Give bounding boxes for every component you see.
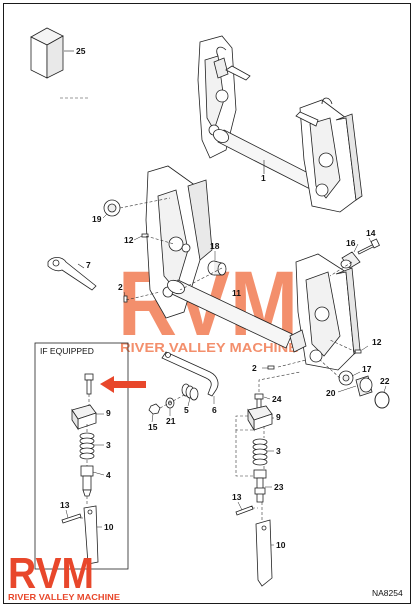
part-14-bolt	[357, 238, 380, 255]
inset-dashed-lines	[80, 394, 90, 519]
logo-text: RIVER VALLEY MACHINE	[8, 592, 120, 602]
part-13-pin-a	[61, 513, 82, 524]
part-12-pin-a	[141, 233, 149, 238]
part-2-pin-b	[267, 365, 275, 370]
inset-box	[34, 342, 129, 570]
part-10-rod-a	[83, 505, 99, 565]
callout-18: 18	[210, 241, 220, 251]
callout-22: 22	[380, 376, 390, 386]
part-15-nut	[148, 403, 161, 415]
logo-mark: RVM	[8, 549, 94, 598]
callout-1: 1	[261, 173, 266, 183]
watermark-text: RIVER VALLEY MACHINE	[120, 340, 298, 355]
callout-3-b: 3	[276, 446, 281, 456]
callout-16: 16	[346, 238, 356, 248]
callout-25: 25	[76, 46, 86, 56]
callout-20: 20	[326, 388, 336, 398]
assembly-lines	[60, 97, 357, 520]
callout-6: 6	[212, 405, 217, 415]
logo: RVM RIVER VALLEY MACHINE	[8, 549, 120, 602]
callout-17: 17	[362, 364, 372, 374]
red-arrow-icon	[100, 376, 146, 393]
part-12-pin-b	[354, 349, 362, 354]
part-16-bushing	[340, 251, 361, 269]
callout-15: 15	[148, 422, 158, 432]
part-4-shaft	[80, 465, 94, 497]
part-19	[103, 199, 121, 217]
part-frame-1	[197, 35, 363, 213]
callout-24: 24	[272, 394, 282, 404]
part-9-block-a	[71, 404, 97, 431]
part-17	[338, 370, 354, 386]
callout-4: 4	[106, 470, 111, 480]
part-9-block-b	[247, 405, 273, 432]
callout-13-a: 13	[60, 500, 70, 510]
callout-9-b: 9	[276, 412, 281, 422]
callout-23: 23	[274, 482, 284, 492]
part-3-spring-b	[252, 438, 268, 466]
callout-14: 14	[366, 228, 376, 238]
part-frame-lower	[145, 165, 361, 371]
part-10-rod-b	[255, 519, 273, 587]
callout-5: 5	[184, 405, 189, 415]
callout-7: 7	[86, 260, 91, 270]
callout-10-b: 10	[276, 540, 286, 550]
part-24-bolt-inset	[84, 373, 94, 395]
part-7-lever	[47, 257, 97, 291]
callout-3-a: 3	[106, 440, 111, 450]
document-number: NA8254	[372, 588, 403, 598]
inset-label: IF EQUIPPED	[40, 346, 94, 356]
callout-13-b: 13	[232, 492, 242, 502]
callout-12-a: 12	[124, 235, 134, 245]
callout-19: 19	[92, 214, 102, 224]
part-23-shaft	[253, 469, 267, 503]
part-21-washer	[165, 397, 175, 409]
part-5-spring	[181, 383, 199, 401]
callout-2-b: 2	[252, 363, 257, 373]
callout-9-a: 9	[106, 408, 111, 418]
part-6-lever	[161, 351, 219, 397]
callout-21: 21	[166, 416, 176, 426]
part-3-spring-a	[79, 432, 95, 460]
part-20	[355, 375, 373, 397]
callout-12-b: 12	[372, 337, 382, 347]
part-22-ring	[374, 391, 390, 409]
leader-lines	[65, 213, 387, 546]
part-18	[207, 260, 227, 276]
part-13-pin-b	[235, 505, 254, 516]
callouts: 25 1 19 12 18 14 16 7 2 11 12 17 2 22 20…	[60, 46, 390, 550]
diagram-frame	[3, 3, 411, 604]
part-2-pin-a	[123, 295, 128, 303]
callout-11: 11	[232, 288, 241, 298]
callout-2-a: 2	[118, 282, 123, 292]
part-box-25	[30, 27, 64, 79]
callout-10-a: 10	[104, 522, 114, 532]
